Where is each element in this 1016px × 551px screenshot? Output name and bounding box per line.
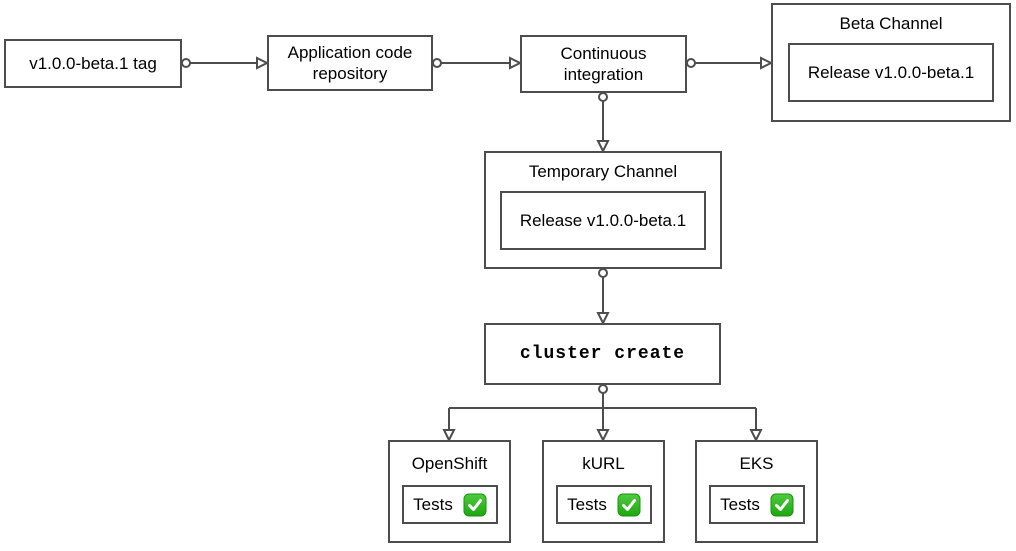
temporary-channel-title: Temporary Channel [528, 162, 678, 181]
openshift-title: OpenShift [411, 454, 488, 473]
application-code-repository-label: Application code repository [287, 43, 413, 83]
temporary-release-label: Release v1.0.0-beta.1 [519, 210, 687, 230]
continuous-integration-label: Continuous integration [560, 44, 647, 84]
beta-channel-title: Beta Channel [839, 14, 943, 33]
node-version-tag: v1.0.0-beta.1 tag [4, 39, 182, 88]
check-icon [463, 493, 487, 517]
platform-openshift: OpenShift Tests [388, 440, 511, 543]
version-tag-label: v1.0.0-beta.1 tag [29, 54, 157, 73]
check-icon [770, 493, 794, 517]
temporary-channel-release-box: Release v1.0.0-beta.1 [500, 191, 706, 250]
source-port-circle [181, 58, 191, 68]
edge-cluster-to-platforms [448, 393, 757, 430]
platform-kurl: kURL Tests [542, 440, 665, 543]
source-port-circle [432, 58, 442, 68]
source-port-circle [686, 58, 696, 68]
openshift-tests-label: Tests [413, 494, 453, 514]
arrowhead-icon [442, 429, 456, 443]
eks-tests-box: Tests [709, 485, 805, 524]
node-application-code-repository: Application code repository [267, 35, 433, 91]
arrowhead-icon [596, 312, 610, 326]
arrowhead-icon [596, 429, 610, 443]
arrowhead-icon [596, 140, 610, 154]
beta-channel-release-box: Release v1.0.0-beta.1 [788, 43, 994, 102]
cluster-create-label: cluster create [519, 343, 686, 364]
eks-tests-label: Tests [720, 494, 760, 514]
group-beta-channel: Beta Channel Release v1.0.0-beta.1 [771, 3, 1011, 122]
check-icon [617, 493, 641, 517]
arrowhead-icon [509, 56, 523, 70]
node-cluster-create: cluster create [484, 323, 721, 385]
kurl-tests-box: Tests [556, 485, 652, 524]
group-temporary-channel: Temporary Channel Release v1.0.0-beta.1 [484, 151, 722, 269]
eks-title: EKS [739, 454, 774, 473]
node-continuous-integration: Continuous integration [520, 35, 687, 93]
beta-release-label: Release v1.0.0-beta.1 [807, 62, 975, 82]
kurl-title: kURL [582, 454, 625, 473]
arrowhead-icon [749, 429, 763, 443]
source-port-circle [598, 268, 608, 278]
platform-eks: EKS Tests [695, 440, 818, 543]
openshift-tests-box: Tests [402, 485, 498, 524]
arrowhead-icon [256, 56, 270, 70]
source-port-circle [598, 384, 608, 394]
source-port-circle [598, 92, 608, 102]
arrowhead-icon [760, 56, 774, 70]
kurl-tests-label: Tests [567, 494, 607, 514]
